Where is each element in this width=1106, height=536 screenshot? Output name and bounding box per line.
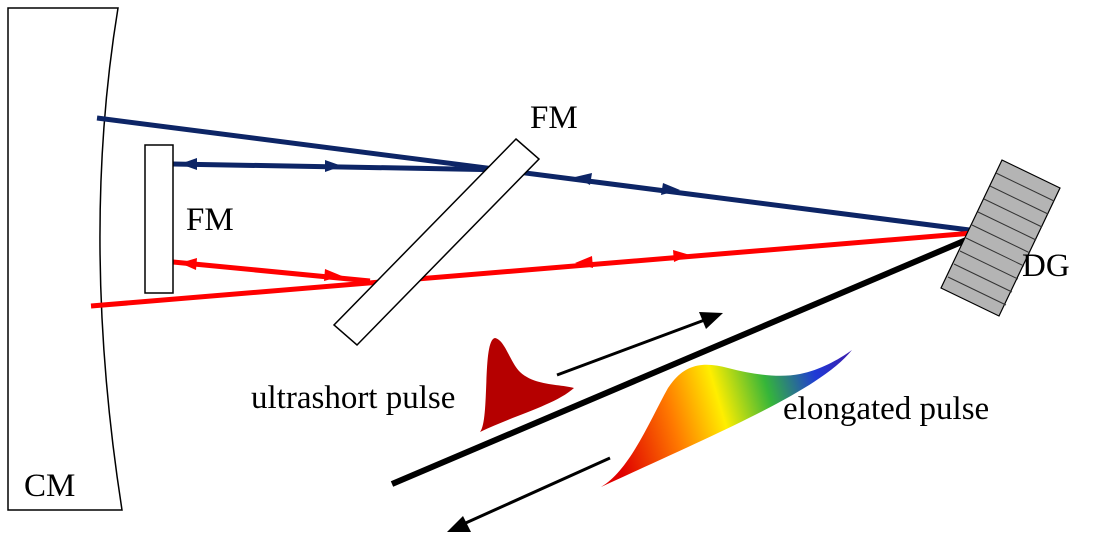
curved-mirror bbox=[7, 7, 123, 511]
label-fm-small: FM bbox=[186, 202, 234, 238]
return-arrow bbox=[447, 456, 611, 532]
ultrashort-pulse-icon bbox=[480, 338, 574, 432]
label-elongated-pulse: elongated pulse bbox=[783, 391, 989, 427]
elongated-pulse-icon bbox=[601, 350, 852, 487]
fold-mirror-small bbox=[144, 144, 174, 294]
label-cm: CM bbox=[24, 468, 75, 504]
fold-mirror-tilted bbox=[332, 137, 541, 347]
diffraction-grating bbox=[940, 159, 1061, 317]
label-fm-tilted: FM bbox=[530, 100, 578, 136]
blue-beam bbox=[96, 115, 986, 235]
red-beam bbox=[90, 229, 986, 309]
label-ultrashort-pulse: ultrashort pulse bbox=[251, 380, 455, 416]
input-beam bbox=[390, 229, 987, 487]
beam-direction-arrows bbox=[180, 158, 690, 281]
outgoing-arrow bbox=[556, 312, 723, 377]
label-dg: DG bbox=[1022, 248, 1070, 284]
